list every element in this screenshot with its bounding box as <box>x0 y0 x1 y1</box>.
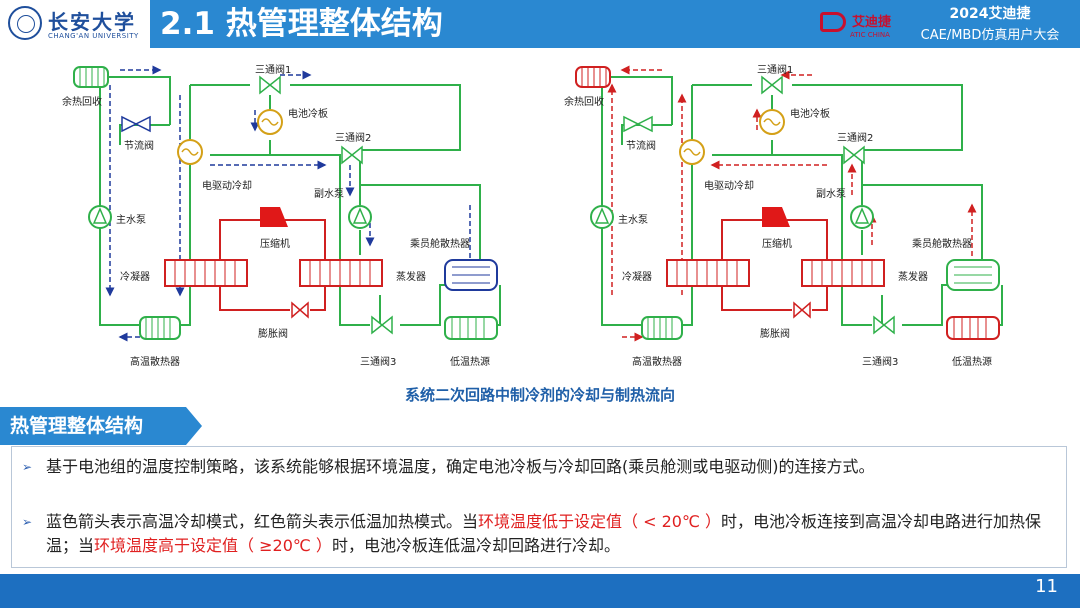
label-three-way-3: 三通阀3 <box>862 357 899 368</box>
bullet-2-highlight-high: 环境温度高于设定值（ ≥20℃ ） <box>94 536 332 555</box>
label-high-temp-radiator: 高温散热器 <box>130 357 180 368</box>
university-name-en: CHANG'AN UNIVERSITY <box>48 32 139 40</box>
figure-caption: 系统二次回路中制冷剂的冷却与制热流向 <box>404 386 675 404</box>
label-condenser: 冷凝器 <box>622 272 652 283</box>
label-three-way-2: 三通阀2 <box>837 133 874 144</box>
bullet-2-text: 蓝色箭头表示高温冷却模式，红色箭头表示低温加热模式。当环境温度低于设定值（ < … <box>22 510 1062 558</box>
conference-logo: 艾迪捷 ATIC CHINA <box>820 8 892 44</box>
bullet-arrow-icon: ➢ <box>22 515 33 529</box>
label-evaporator: 蒸发器 <box>898 272 928 283</box>
conference-year: 2024艾迪捷 <box>949 6 1031 22</box>
label-motor-cooling: 电驱动冷却 <box>704 181 754 192</box>
label-waste-heat: 余热回收 <box>62 97 102 108</box>
label-low-temp-source: 低温热源 <box>450 357 490 368</box>
atic-logo-icon <box>820 12 846 32</box>
label-condenser: 冷凝器 <box>120 272 150 283</box>
label-low-temp-source: 低温热源 <box>952 357 992 368</box>
university-seal-icon <box>8 6 42 40</box>
label-three-way-1: 三通阀1 <box>757 65 794 76</box>
bullet-1: ➢ 基于电池组的温度控制策略，该系统能够根据环境温度，确定电池冷板与冷却回路(乘… <box>22 455 1062 479</box>
header-bar <box>0 0 1080 48</box>
university-logo: 长安大学 CHANG'AN UNIVERSITY <box>0 0 150 48</box>
label-compressor: 压缩机 <box>762 239 792 250</box>
page-title: 2.1 热管理整体结构 <box>160 6 443 42</box>
label-waste-heat: 余热回收 <box>564 97 604 108</box>
conference-logo-en: ATIC CHINA <box>850 31 890 39</box>
university-name: 长安大学 <box>48 10 136 34</box>
label-battery-plate: 电池冷板 <box>288 109 328 120</box>
label-three-way-1: 三通阀1 <box>255 65 292 76</box>
heating-mode-diagram: 余热回收 节流阀 三通阀1 电池冷板 三通阀2 电驱动冷却 副水泵 主水泵 压缩… <box>562 55 1032 375</box>
label-battery-plate: 电池冷板 <box>790 109 830 120</box>
bullet-2-highlight-low: 环境温度低于设定值（ < 20℃ ） <box>478 512 722 531</box>
label-three-way-2: 三通阀2 <box>335 133 372 144</box>
label-cabin-radiator: 乘员舱散热器 <box>912 239 972 250</box>
label-aux-pump: 副水泵 <box>314 189 344 200</box>
label-throttle: 节流阀 <box>626 141 656 152</box>
conference-logo-cn: 艾迪捷 <box>852 15 892 30</box>
label-expansion-valve: 膨胀阀 <box>258 329 288 340</box>
cooling-mode-schematic <box>73 65 501 342</box>
label-main-pump: 主水泵 <box>618 215 648 226</box>
label-aux-pump: 副水泵 <box>816 189 846 200</box>
heating-mode-schematic <box>575 65 1003 342</box>
bullet-2-part-b: 时，电池冷板连接到高温冷却电路进行加热保温；当 <box>46 512 1042 555</box>
label-throttle: 节流阀 <box>124 141 154 152</box>
label-motor-cooling: 电驱动冷却 <box>202 181 252 192</box>
section-title: 热管理整体结构 <box>0 407 202 445</box>
footer-bar <box>0 574 1080 608</box>
page-number: 11 <box>1035 576 1058 597</box>
label-high-temp-radiator: 高温散热器 <box>632 357 682 368</box>
conference-name: CAE/MBD仿真用户大会 <box>920 28 1060 43</box>
bullet-2-part-c: 时，电池冷板连低温冷却回路进行冷却。 <box>331 536 620 555</box>
bullet-arrow-icon: ➢ <box>22 460 33 474</box>
label-main-pump: 主水泵 <box>116 215 146 226</box>
bullet-2: ➢ 蓝色箭头表示高温冷却模式，红色箭头表示低温加热模式。当环境温度低于设定值（ … <box>22 510 1062 558</box>
label-cabin-radiator: 乘员舱散热器 <box>410 239 470 250</box>
label-three-way-3: 三通阀3 <box>360 357 397 368</box>
label-expansion-valve: 膨胀阀 <box>760 329 790 340</box>
label-compressor: 压缩机 <box>260 239 290 250</box>
bullet-1-text: 基于电池组的温度控制策略，该系统能够根据环境温度，确定电池冷板与冷却回路(乘员舱… <box>46 457 875 476</box>
label-evaporator: 蒸发器 <box>396 272 426 283</box>
cooling-mode-diagram: 余热回收 节流阀 三通阀1 电池冷板 三通阀2 电驱动冷却 副水泵 主水泵 压缩… <box>60 55 530 375</box>
bullet-2-part-a: 蓝色箭头表示高温冷却模式，红色箭头表示低温加热模式。当 <box>46 512 479 531</box>
content-box <box>11 446 1067 568</box>
